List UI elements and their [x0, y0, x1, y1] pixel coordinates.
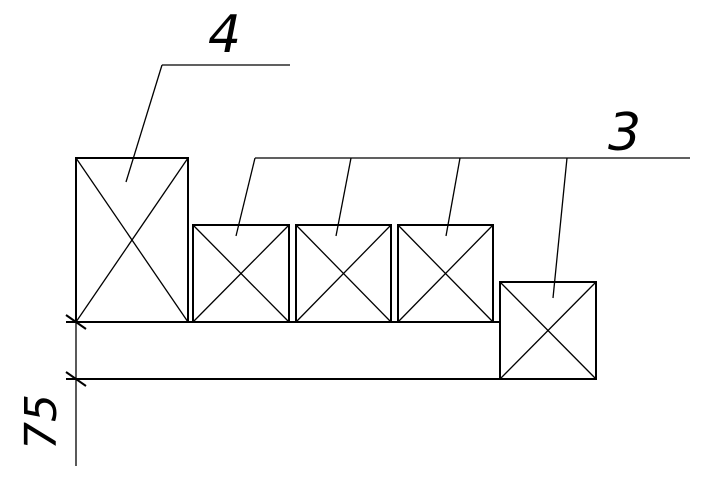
small-box-1: [192, 224, 290, 323]
small-box-2: [295, 224, 392, 323]
leader-4: [125, 64, 290, 183]
small-box-3: [397, 224, 494, 323]
callout-label-3: 3: [608, 103, 641, 163]
tall-box: [75, 157, 189, 323]
dimension-label: 75: [16, 394, 67, 450]
dimension-tick-bottom: [65, 371, 87, 387]
small-box-lowered: [499, 281, 597, 380]
leader-3: [235, 157, 690, 299]
callout-label-4: 4: [208, 5, 241, 65]
